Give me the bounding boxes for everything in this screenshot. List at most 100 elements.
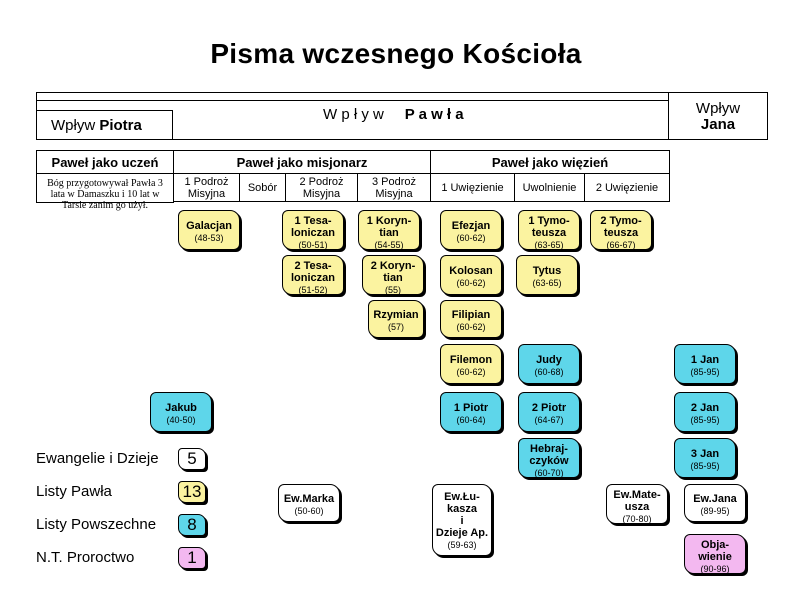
scroll-name: Judy xyxy=(536,354,562,366)
column-header-wiezien: Paweł jako więzień xyxy=(430,150,670,174)
scroll-tytus: Tytus (63-65) xyxy=(516,255,578,295)
legend-label-proroctwo: N.T. Proroctwo xyxy=(36,549,135,566)
scroll-date: (50-60) xyxy=(294,506,324,516)
scroll-filipian: Filipian (60-62) xyxy=(440,300,502,338)
scroll-2-tesaloniczan: 2 Tesa- loniczan (51-52) xyxy=(282,255,344,295)
scroll-name: Filemon xyxy=(449,354,493,366)
scroll-2-koryntian: 2 Koryn- tian (55) xyxy=(362,255,424,295)
scroll-name: 2 Tymo- teusza xyxy=(600,215,642,239)
scroll-date: (50-51) xyxy=(298,240,328,250)
scroll-objawienie: Obja- wienie (90-96) xyxy=(684,534,746,574)
piotr-influence-name: Piotra xyxy=(99,117,142,134)
scroll-3-jan: 3 Jan (85-95) xyxy=(674,438,736,478)
scroll-date: (66-67) xyxy=(606,240,636,250)
scroll-1-tymoteusza: 1 Tymo- teusza (63-65) xyxy=(518,210,580,250)
legend-count-ewangelie: 5 xyxy=(178,448,206,470)
pawel-influence-name: P a w ł a xyxy=(404,106,464,123)
scroll-2-piotr: 2 Piotr (64-67) xyxy=(518,392,580,432)
jan-influence-box: Wpływ Jana xyxy=(668,92,768,140)
pawel-influence-step xyxy=(173,132,590,140)
scroll-date: (90-96) xyxy=(700,564,730,574)
scroll-judy: Judy (60-68) xyxy=(518,344,580,384)
scroll-name: 1 Piotr xyxy=(453,402,489,414)
scroll-date: (60-62) xyxy=(456,233,486,243)
scroll-ew-mateusza: Ew.Mate- usza (70-80) xyxy=(606,484,668,524)
pawel-influence-prefix: W p ł y w xyxy=(323,106,384,123)
legend-count-listy-pawla: 13 xyxy=(178,481,206,503)
scroll-date: (60-70) xyxy=(534,468,564,478)
piotr-influence-prefix: Wpływ xyxy=(51,117,100,134)
scroll-name: Kolosan xyxy=(449,265,493,277)
jan-influence-name: Jana xyxy=(700,116,736,133)
scroll-date: (48-53) xyxy=(194,233,224,243)
scroll-name: Efezjan xyxy=(451,220,491,232)
scroll-ew-marka: Ew.Marka (50-60) xyxy=(278,484,340,522)
scroll-name: 2 Jan xyxy=(690,402,720,414)
scroll-name: Galacjan xyxy=(186,220,232,232)
scroll-efezjan: Efezjan (60-62) xyxy=(440,210,502,250)
scroll-date: (60-62) xyxy=(456,367,486,377)
column-header-uczen: Paweł jako uczeń xyxy=(36,150,174,174)
scroll-date: (54-55) xyxy=(374,240,404,250)
jan-influence-prefix: Wpływ xyxy=(695,100,741,117)
scroll-date: (85-95) xyxy=(690,461,720,471)
scroll-date: (60-62) xyxy=(456,322,486,332)
scroll-date: (89-95) xyxy=(700,506,730,516)
scroll-kolosan: Kolosan (60-62) xyxy=(440,255,502,295)
scroll-date: (64-67) xyxy=(534,415,564,425)
legend-label-listy-pawla: Listy Pawła xyxy=(36,483,112,500)
scroll-1-koryntian: 1 Koryn- tian (54-55) xyxy=(358,210,420,250)
scroll-1-tesaloniczan: 1 Tesa- loniczan (50-51) xyxy=(282,210,344,250)
scroll-name: 2 Tesa- loniczan xyxy=(290,260,335,284)
scroll-rzymian: Rzymian (57) xyxy=(368,300,424,338)
legend-count-listy-powszechne: 8 xyxy=(178,514,206,536)
scroll-date: (55) xyxy=(384,285,401,295)
scroll-date: (57) xyxy=(387,322,404,332)
scroll-name: 1 Tymo- teusza xyxy=(528,215,570,239)
scroll-name: Tytus xyxy=(532,265,562,277)
scroll-name: Ew.Jana xyxy=(693,493,737,505)
scroll-name: Ew.Marka xyxy=(283,493,335,505)
column-header-misjonarz: Paweł jako misjonarz xyxy=(173,150,431,174)
page-title: Pisma wczesnego Kościoła xyxy=(210,38,582,69)
subcolumn-podroz-2: 2 Podroż Misyjna xyxy=(285,173,358,202)
scroll-2-tymoteusza: 2 Tymo- teusza (66-67) xyxy=(590,210,652,250)
subcolumn-uwiezienie-2: 2 Uwięzienie xyxy=(584,173,670,202)
uczen-note: Bóg przygotowywał Pawła 3 lata w Damaszk… xyxy=(36,173,174,211)
scroll-1-jan: 1 Jan (85-95) xyxy=(674,344,736,384)
scroll-date: (63-65) xyxy=(532,278,562,288)
scroll-name: Jakub xyxy=(165,402,197,414)
subcolumn-uwolnienie: Uwolnienie xyxy=(514,173,585,202)
scroll-date: (85-95) xyxy=(690,367,720,377)
scroll-name: 1 Jan xyxy=(690,354,720,366)
scroll-date: (63-65) xyxy=(534,240,564,250)
scroll-name: Rzymian xyxy=(373,309,419,321)
piotr-influence-box: Wpływ Piotra xyxy=(36,110,173,140)
subcolumn-podroz-3: 3 Podroż Misyjna xyxy=(357,173,431,202)
scroll-date: (60-64) xyxy=(456,415,486,425)
subcolumn-sobor: Sobór xyxy=(239,173,286,202)
scroll-name: Ew.Mate- usza xyxy=(613,489,661,513)
scroll-2-jan: 2 Jan (85-95) xyxy=(674,392,736,432)
subcolumn-uwiezienie-1: 1 Uwięzienie xyxy=(430,173,515,202)
scroll-date: (85-95) xyxy=(690,415,720,425)
scroll-ew-lukasza: Ew.Łu- kasza i Dzieje Ap. (59-63) xyxy=(432,484,492,556)
legend-label-ewangelie: Ewangelie i Dzieje xyxy=(36,450,159,467)
scroll-galacjan: Galacjan (48-53) xyxy=(178,210,240,250)
scroll-date: (51-52) xyxy=(298,285,328,295)
scroll-date: (60-68) xyxy=(534,367,564,377)
scroll-jakub: Jakub (40-50) xyxy=(150,392,212,432)
legend-count-proroctwo: 1 xyxy=(178,547,206,569)
scroll-name: 2 Koryn- tian xyxy=(370,260,416,284)
scroll-name: Obja- wienie xyxy=(698,539,732,563)
scroll-date: (40-50) xyxy=(166,415,196,425)
scroll-name: Hebraj- czyków xyxy=(529,443,569,467)
scroll-date: (60-62) xyxy=(456,278,486,288)
subcolumn-podroz-1: 1 Podroż Misyjna xyxy=(173,173,240,202)
scroll-date: (70-80) xyxy=(622,514,652,524)
scroll-name: 2 Piotr xyxy=(531,402,567,414)
scroll-date: (59-63) xyxy=(447,540,477,550)
scroll-filemon: Filemon (60-62) xyxy=(440,344,502,384)
scroll-name: 1 Tesa- loniczan xyxy=(290,215,335,239)
legend-label-listy-powszechne: Listy Powszechne xyxy=(36,516,157,533)
